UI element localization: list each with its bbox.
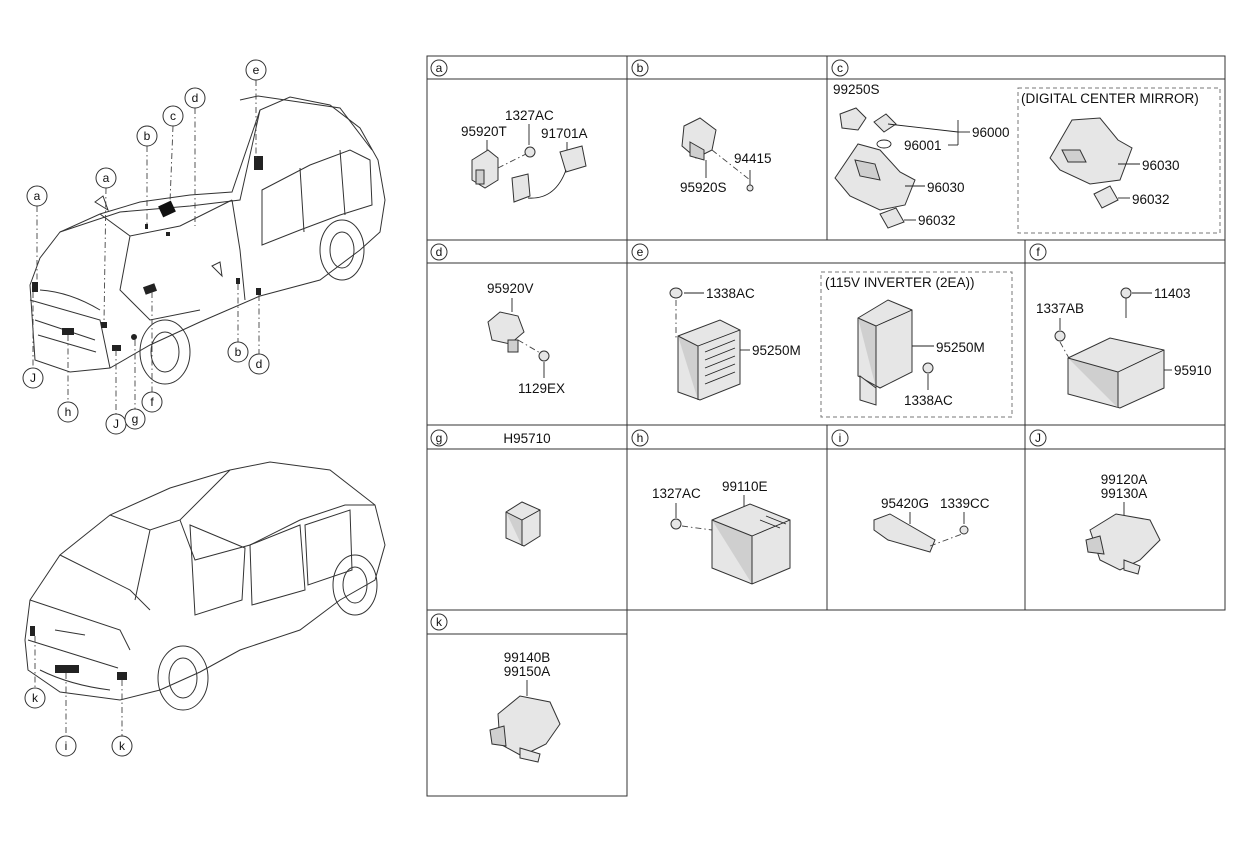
callout-a-left: a <box>26 185 48 207</box>
callout-i: i <box>55 735 77 757</box>
callout-a-mid: a <box>95 167 117 189</box>
part-number: 95250M <box>752 343 801 358</box>
part-number: 1338AC <box>706 286 755 301</box>
part-number: 96032 <box>1132 192 1170 207</box>
part-number: 96030 <box>1142 158 1180 173</box>
svg-text:J: J <box>1035 431 1041 445</box>
svg-text:J: J <box>30 371 36 385</box>
part-number: 1338AC <box>904 393 953 408</box>
callout-j-bottom: J <box>105 413 127 435</box>
subbox-title: (DIGITAL CENTER MIRROR) <box>1021 91 1199 106</box>
svg-text:b: b <box>235 345 242 359</box>
part-number: 1327AC <box>652 486 701 501</box>
svg-text:b: b <box>637 61 644 75</box>
svg-text:k: k <box>32 691 39 705</box>
callout-k-right: k <box>111 735 133 757</box>
cell-f: f 11403 1337AB 95910 <box>1029 243 1212 409</box>
svg-text:d: d <box>192 91 199 105</box>
svg-text:i: i <box>65 739 68 753</box>
callout-b-bottom: b <box>227 341 249 363</box>
part-number: 99150A <box>504 664 551 679</box>
part-number: 1327AC <box>505 108 554 123</box>
svg-text:b: b <box>144 129 151 143</box>
svg-text:k: k <box>119 739 126 753</box>
callout-j-left: J <box>22 367 44 389</box>
callout-d-top: d <box>184 87 206 109</box>
rear-car-view: k i k <box>24 461 386 757</box>
part-number: 96001 <box>904 138 942 153</box>
part-number: 95920V <box>487 281 534 296</box>
cell-h: h 99110E 1327AC <box>631 429 791 585</box>
part-number: 95250M <box>936 340 985 355</box>
subbox-title: (115V INVERTER (2EA)) <box>825 275 975 290</box>
svg-text:i: i <box>839 431 842 445</box>
callout-h: h <box>57 401 79 423</box>
svg-text:f: f <box>150 395 154 409</box>
svg-text:g: g <box>132 412 139 426</box>
part-number: 99250S <box>833 82 880 97</box>
part-number: 96032 <box>918 213 956 228</box>
cell-b: b 94415 95920S <box>631 59 772 195</box>
part-number: 96030 <box>927 180 965 195</box>
part-number: 1129EX <box>518 381 565 396</box>
part-number: 95420G <box>881 496 929 511</box>
part-number: 95920S <box>680 180 727 195</box>
part-number: 99110E <box>722 479 768 494</box>
svg-text:h: h <box>637 431 644 445</box>
svg-text:a: a <box>103 171 110 185</box>
svg-text:c: c <box>837 61 843 75</box>
part-number: 94415 <box>734 151 772 166</box>
callout-e: e <box>245 59 267 81</box>
svg-text:k: k <box>436 615 443 629</box>
part-number: 1339CC <box>940 496 990 511</box>
svg-text:d: d <box>256 357 263 371</box>
svg-text:c: c <box>170 109 176 123</box>
svg-text:e: e <box>637 245 644 259</box>
cell-i: i 95420G 1339CC <box>831 429 990 553</box>
cell-k: k 99140B 99150A <box>430 613 561 763</box>
part-number: 91701A <box>541 126 588 141</box>
cell-a: a 1327AC 95920T 91701A <box>430 59 588 203</box>
svg-text:g: g <box>436 431 443 445</box>
part-number: 95920T <box>461 124 507 139</box>
cell-g: g H95710 <box>430 429 551 547</box>
callout-g: g <box>124 408 146 430</box>
svg-text:d: d <box>436 245 443 259</box>
cell-d: d 95920V 1129EX <box>430 243 565 396</box>
callout-k-left: k <box>24 687 46 709</box>
part-number: 96000 <box>972 125 1010 140</box>
cell-c: c 99250S 96001 96000 96030 96032 (DIGITA… <box>831 59 1221 234</box>
part-number: 99120A <box>1101 472 1148 487</box>
cell-e: e 1338AC 95250M (115V INVERTER (2EA)) 95… <box>631 243 1013 418</box>
header-part-number: H95710 <box>503 431 550 446</box>
callout-c: c <box>162 105 184 127</box>
cell-j: J 99120A 99130A <box>1029 429 1161 575</box>
svg-text:a: a <box>34 189 41 203</box>
front-car-view: e d c b a a J h <box>22 59 386 435</box>
callout-d-bottom: d <box>248 353 270 375</box>
svg-text:h: h <box>65 405 72 419</box>
svg-text:a: a <box>436 61 443 75</box>
callout-b-top: b <box>136 125 158 147</box>
part-number: 1337AB <box>1036 301 1084 316</box>
parts-grid <box>426 55 1226 797</box>
callout-f: f <box>141 391 163 413</box>
svg-text:f: f <box>1036 245 1040 259</box>
part-number: 95910 <box>1174 363 1212 378</box>
svg-text:e: e <box>253 63 260 77</box>
part-number: 99140B <box>504 650 551 665</box>
svg-text:J: J <box>113 417 119 431</box>
part-number: 99130A <box>1101 486 1148 501</box>
part-number: 11403 <box>1154 286 1191 301</box>
